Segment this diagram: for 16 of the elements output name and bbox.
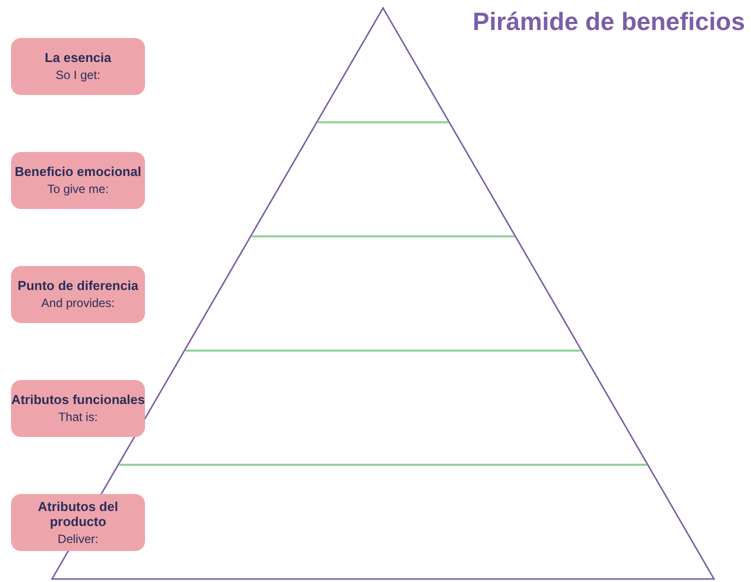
box-heading: Punto de diferencia [18,278,138,293]
box-text: And provides: [41,296,115,311]
box-text: Deliver: [58,532,98,546]
label-box [11,152,145,209]
box-heading: Atributos del producto [36,498,120,528]
box-text: So I get: [56,68,100,83]
label-box [11,380,145,437]
box-text: To give me: [47,182,109,197]
label-box [11,266,145,323]
label-box [11,38,145,95]
title: Pirámide de beneficios [472,8,745,37]
box-heading: Atributos funcionales [11,392,145,407]
box-text: That is: [58,410,98,425]
box-heading: Beneficio emocional [14,164,142,179]
box-heading: La esencia [44,50,112,65]
label-box [11,494,145,551]
